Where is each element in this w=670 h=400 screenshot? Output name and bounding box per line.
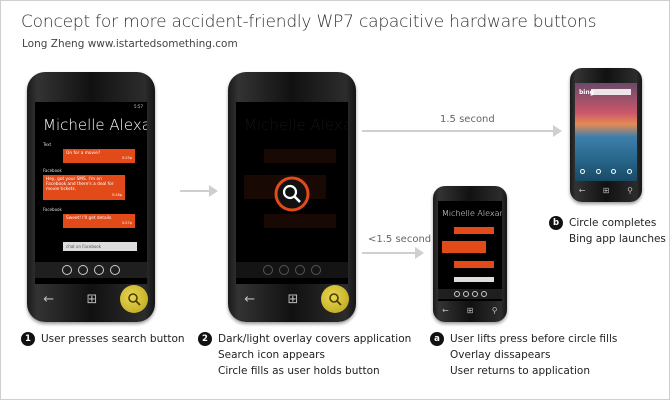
start-icon[interactable]: ⊞ [602,185,610,195]
message-time: 5:25p [121,156,132,161]
step-line: User presses search button [41,333,185,345]
app-bar-icon[interactable] [311,265,321,275]
app-bar [438,289,502,299]
app-bar-icon[interactable] [94,265,104,275]
search-icon[interactable]: ⚲ [491,305,498,315]
chat-input[interactable] [454,277,494,282]
app-bar [236,262,348,278]
step-2: 2 Dark/light overlay covers application … [198,331,412,379]
message-text: Sweet! I'll get details. [66,216,113,221]
start-icon[interactable]: ⊞ [466,305,474,315]
back-icon[interactable]: ← [244,291,256,307]
search-icon [329,293,342,306]
app-bar-icon[interactable] [263,265,273,275]
arrow-to-app [362,247,424,259]
message-bubble: On for a movie? 5:25p [63,149,135,164]
contact-name: Michelle Alexar [43,116,147,134]
app-bar-icon[interactable] [471,291,478,297]
message-text: Hey, got your SMS. I'm on Facebook and t… [46,177,114,193]
search-button[interactable] [321,285,350,313]
label-text: Text [43,142,52,147]
step-badge: 2 [198,332,212,346]
back-icon[interactable]: ← [43,291,55,307]
back-icon[interactable]: ← [441,305,449,315]
phone-step-b: bing ← ⊞ ⚲ [570,68,642,202]
arrow-step1-to-step2 [180,185,218,197]
step-line: Bing app launches [569,233,666,245]
message-text: On for a movie? [66,151,101,156]
phone-1-screen: 5:57 Michelle Alexar Text On for a movie… [35,102,147,284]
message-time: 5:27p [121,221,132,226]
bing-screen: bing [575,83,637,181]
label-facebook: Facebook [43,207,62,212]
phone-step-a: Michelle Alexar ← ⊞ ⚲ [433,186,507,322]
step-line: Circle fills as user holds button [218,365,380,377]
bing-action-icon[interactable] [626,169,632,174]
contact-name: Michelle Alexar [442,209,502,218]
step-line: User lifts press before circle fills [450,333,618,345]
bing-search-box[interactable] [591,89,631,95]
phone-a-screen: Michelle Alexar [438,201,502,301]
app-bar-icon[interactable] [462,291,469,297]
step-a: a User lifts press before circle fills O… [430,331,618,379]
bing-action-bar [575,169,637,174]
bing-action-icon[interactable] [580,169,586,174]
label-facebook: Facebook [43,168,62,173]
search-circle-icon [274,176,310,212]
hardware-buttons: ← ⊞ [27,284,155,314]
hardware-buttons: ← ⊞ [228,284,356,314]
step-line: Dark/light overlay covers application [218,333,412,345]
step-1: 1 User presses search button [21,331,185,347]
start-icon[interactable]: ⊞ [287,291,299,307]
chat-input[interactable]: chat on Facebook [63,242,137,251]
arrow-bottom-label: <1.5 second [368,234,432,245]
step-badge: 1 [21,332,35,346]
app-bar [35,262,147,278]
search-icon [128,293,141,306]
page-subtitle: Long Zheng www.istartedsomething.com [22,38,238,50]
step-b: b Circle completes Bing app launches [549,215,666,247]
hardware-buttons: ← ⊞ ⚲ [570,182,642,198]
message-bubble: Hey, got your SMS. I'm on Facebook and t… [43,175,125,200]
arrow-to-bing [362,125,562,137]
message-bubble: Sweet! I'll get details. 5:27p [63,214,135,229]
phone-2-screen: Michelle Alexar [236,102,348,284]
step-line: User returns to application [450,365,590,377]
search-button[interactable] [120,285,149,313]
app-bar-icon[interactable] [110,265,120,275]
search-icon[interactable]: ⚲ [627,185,633,195]
phone-step-1: 5:57 Michelle Alexar Text On for a movie… [27,72,155,322]
app-bar-icon[interactable] [295,265,305,275]
step-badge: a [430,332,444,346]
bing-action-icon[interactable] [611,169,617,174]
bing-action-icon[interactable] [595,169,601,174]
app-bar-icon[interactable] [453,291,460,297]
back-icon[interactable]: ← [578,185,586,195]
status-time: 5:57 [134,104,143,109]
page-title: Concept for more accident-friendly WP7 c… [21,12,597,32]
app-bar-icon[interactable] [62,265,72,275]
app-bar-icon[interactable] [78,265,88,275]
phone-step-2: Michelle Alexar ← ⊞ [228,72,356,322]
step-badge: b [549,216,563,230]
message-bubble [442,241,486,253]
message-bubble [454,261,494,268]
app-bar-icon[interactable] [480,291,487,297]
bing-logo: bing [579,89,594,96]
hardware-buttons: ← ⊞ ⚲ [433,302,507,318]
start-icon[interactable]: ⊞ [86,291,98,307]
step-line: Overlay dissapears [450,349,551,361]
arrow-top-label: 1.5 second [440,114,495,125]
message-bubble [454,227,494,234]
step-line: Search icon appears [218,349,325,361]
message-time: 5:26p [111,192,122,197]
app-bar-icon[interactable] [279,265,289,275]
step-line: Circle completes [569,217,657,229]
